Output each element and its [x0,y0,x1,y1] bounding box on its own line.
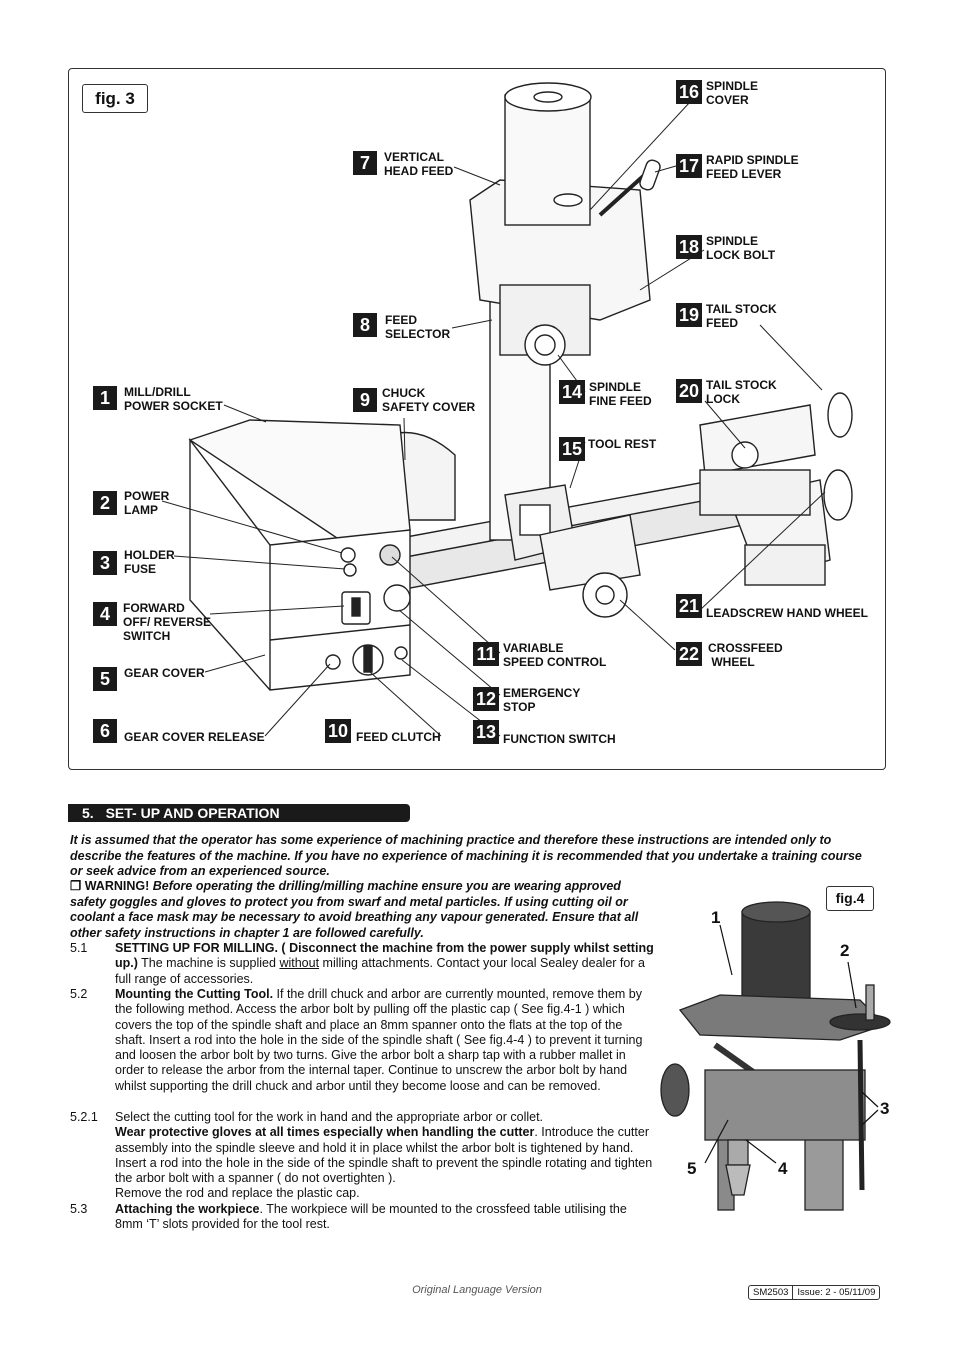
callout-19-number: 19 [676,303,702,327]
callout-5-number: 5 [93,667,117,691]
paragraph-emphasis: without [279,956,320,971]
fig4-marker-3: 3 [880,1099,890,1118]
warning-text: Before operating the drilling/milling ma… [70,879,639,940]
callout-16-number: 16 [676,80,702,104]
callout-22-number: 22 [676,642,702,666]
callout-4-number: 4 [93,602,117,626]
paragraph-text: . Introduce the cutter assembly into the… [115,1125,653,1186]
paragraph-number: 5.3 [70,1202,88,1216]
callout-18-label: SPINDLE LOCK BOLT [706,234,776,262]
paragraph-text: Select the cutting tool for the work in … [115,1110,544,1124]
paragraph-number: 5.1 [70,941,88,955]
callout-8-label: FEED SELECTOR [385,313,451,341]
paragraph-text: . The workpiece will be mounted to the c… [115,1202,627,1232]
callout-9-number: 9 [353,388,377,412]
callout-20-number: 20 [676,379,702,403]
paragraph-heading: Mounting the Cutting Tool. [115,987,274,1001]
callout-7-label: VERTICAL HEAD FEED [384,150,454,178]
paragraph-heading: Wear protective gloves at all times espe… [115,1125,535,1140]
paragraph-number: 5.2.1 [70,1110,98,1124]
callout-12-number: 12 [473,687,499,711]
callout-14-label: SPINDLE FINE FEED [589,380,652,408]
callout-6-number: 6 [93,719,117,743]
paragraph-heading: Attaching the workpiece [115,1202,260,1216]
callout-3-label: HOLDER FUSE [124,548,175,576]
paragraph-heading: SETTING UP FOR MILLING. ( Disconnect the… [115,941,654,971]
callout-13-number: 13 [473,720,499,744]
warning-paragraph: ❐ WARNING! Before operating the drilling… [70,879,655,941]
callout-7-number: 7 [353,151,377,175]
paragraph-5-2-1: 5.2.1 Select the cutting tool for the wo… [70,1110,655,1202]
callout-21-number: 21 [676,594,702,618]
callout-10-label: FEED CLUTCH [356,730,441,744]
paragraph-text: milling attachments. Contact your local … [115,956,645,986]
figure-3-tag: fig. 3 [82,84,148,113]
callout-1-label: MILL/DRILL POWER SOCKET [124,385,223,413]
paragraph-text: Remove the rod and replace the plastic c… [115,1186,360,1201]
callout-12-label: EMERGENCY STOP [503,686,581,714]
fig4-marker-2: 2 [840,941,850,960]
section-title: SET- UP AND OPERATION [105,805,280,821]
paragraph-text: If the drill chuck and arbor are current… [115,987,643,1093]
warning-label: WARNING! [84,879,150,893]
fig4-marker-1: 1 [711,908,721,927]
callout-15-label: TOOL REST [588,437,657,451]
callout-2-label: POWER LAMP [124,489,170,517]
callout-17-number: 17 [676,154,702,178]
callout-15-number: 15 [559,437,585,461]
footer-note: Original Language Version [412,1284,542,1296]
callout-9-label: CHUCK SAFETY COVER [382,386,476,414]
callout-8-number: 8 [353,313,377,337]
callout-5-label: GEAR COVER [124,666,205,680]
callout-3-number: 3 [93,551,117,575]
callout-10-number: 10 [325,719,351,743]
callout-6-label: GEAR COVER RELEASE [124,730,265,744]
callout-20-label: TAIL STOCK LOCK [706,378,777,406]
callout-2-number: 2 [93,491,117,515]
fig4-marker-5: 5 [687,1159,697,1178]
callout-19-label: TAIL STOCK FEED [706,302,777,330]
figure-4-tag: fig.4 [826,886,874,911]
issue-date: Issue: 2 - 05/11/09 [792,1286,879,1299]
callout-17-label: RAPID SPINDLE FEED LEVER [706,153,799,181]
callout-11-label: VARIABLE SPEED CONTROL [503,641,607,669]
model-number: SM2503 [753,1287,789,1298]
paragraph-text: The machine is supplied [137,956,280,971]
callout-4-label: FORWARD OFF/ REVERSE SWITCH [123,601,212,643]
fig4-marker-4: 4 [778,1159,788,1178]
document-reference: SM2503 Issue: 2 - 05/11/09 [748,1285,881,1300]
callout-1-number: 1 [93,386,117,410]
callout-21-label: LEADSCREW HAND WHEEL [706,606,868,620]
warning-checkbox-icon: ❐ [70,879,82,893]
callout-11-number: 11 [473,642,499,666]
callout-22-label: CROSSFEED WHEEL [708,641,783,669]
paragraph-number: 5.2 [70,987,88,1001]
paragraph-5-3: 5.3 Attaching the workpiece. The workpie… [70,1202,655,1233]
section-heading: 5. SET- UP AND OPERATION [68,804,410,822]
callout-13-label: FUNCTION SWITCH [503,732,616,746]
paragraph-5-2: 5.2 Mounting the Cutting Tool. If the dr… [70,987,655,1094]
section-number: 5. [82,805,94,821]
callout-16-label: SPINDLE COVER [706,79,759,107]
callout-14-number: 14 [559,380,585,404]
figure-3-panel [68,68,886,770]
paragraph-5-1: 5.1 SETTING UP FOR MILLING. ( Disconnect… [70,941,655,987]
callout-18-number: 18 [676,235,702,259]
intro-paragraph: It is assumed that the operator has some… [70,833,862,878]
